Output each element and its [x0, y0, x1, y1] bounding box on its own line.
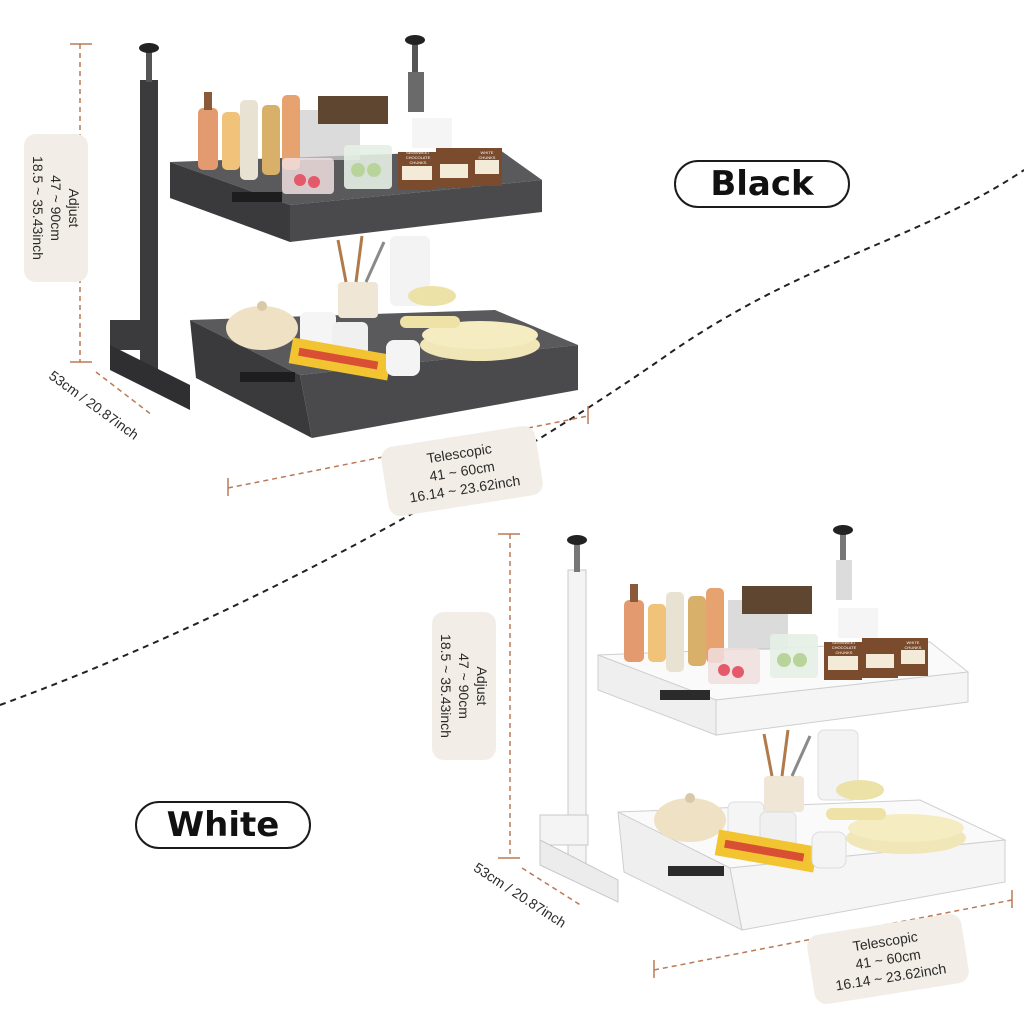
black-adjust-title: Adjust — [66, 188, 82, 228]
black-frame — [110, 35, 425, 410]
black-bottom-items — [226, 301, 540, 381]
black-product-label-2: WHITE CHUNKS — [478, 150, 496, 160]
white-variant-label: White — [135, 801, 311, 849]
black-variant-label: Black — [674, 160, 850, 208]
white-adjust-imperial: 18.5 ~ 35.43inch — [438, 634, 454, 738]
black-top-items — [198, 92, 502, 194]
white-adjust-metric: 47 ~ 90cm — [456, 653, 472, 719]
white-product-label-1: SEMISWEET CHOCOLATE CHUNKS — [831, 640, 857, 655]
white-adjust-title: Adjust — [474, 666, 490, 706]
white-frame — [539, 525, 853, 903]
black-adjust-tag: Adjust 47 ~ 90cm 18.5 ~ 35.43inch — [24, 134, 88, 282]
white-product-label-2: WHITE CHUNKS — [904, 640, 922, 650]
white-middle-items — [762, 729, 884, 812]
black-middle-items — [336, 235, 456, 318]
white-bottom-items — [654, 793, 966, 873]
white-top-items — [624, 584, 928, 684]
black-product-label-1: SEMISWEET CHOCOLATE CHUNKS — [405, 150, 431, 165]
black-adjust-metric: 47 ~ 90cm — [48, 175, 64, 241]
black-adjust-imperial: 18.5 ~ 35.43inch — [30, 156, 46, 260]
white-adjust-tag: Adjust 47 ~ 90cm 18.5 ~ 35.43inch — [432, 612, 496, 760]
